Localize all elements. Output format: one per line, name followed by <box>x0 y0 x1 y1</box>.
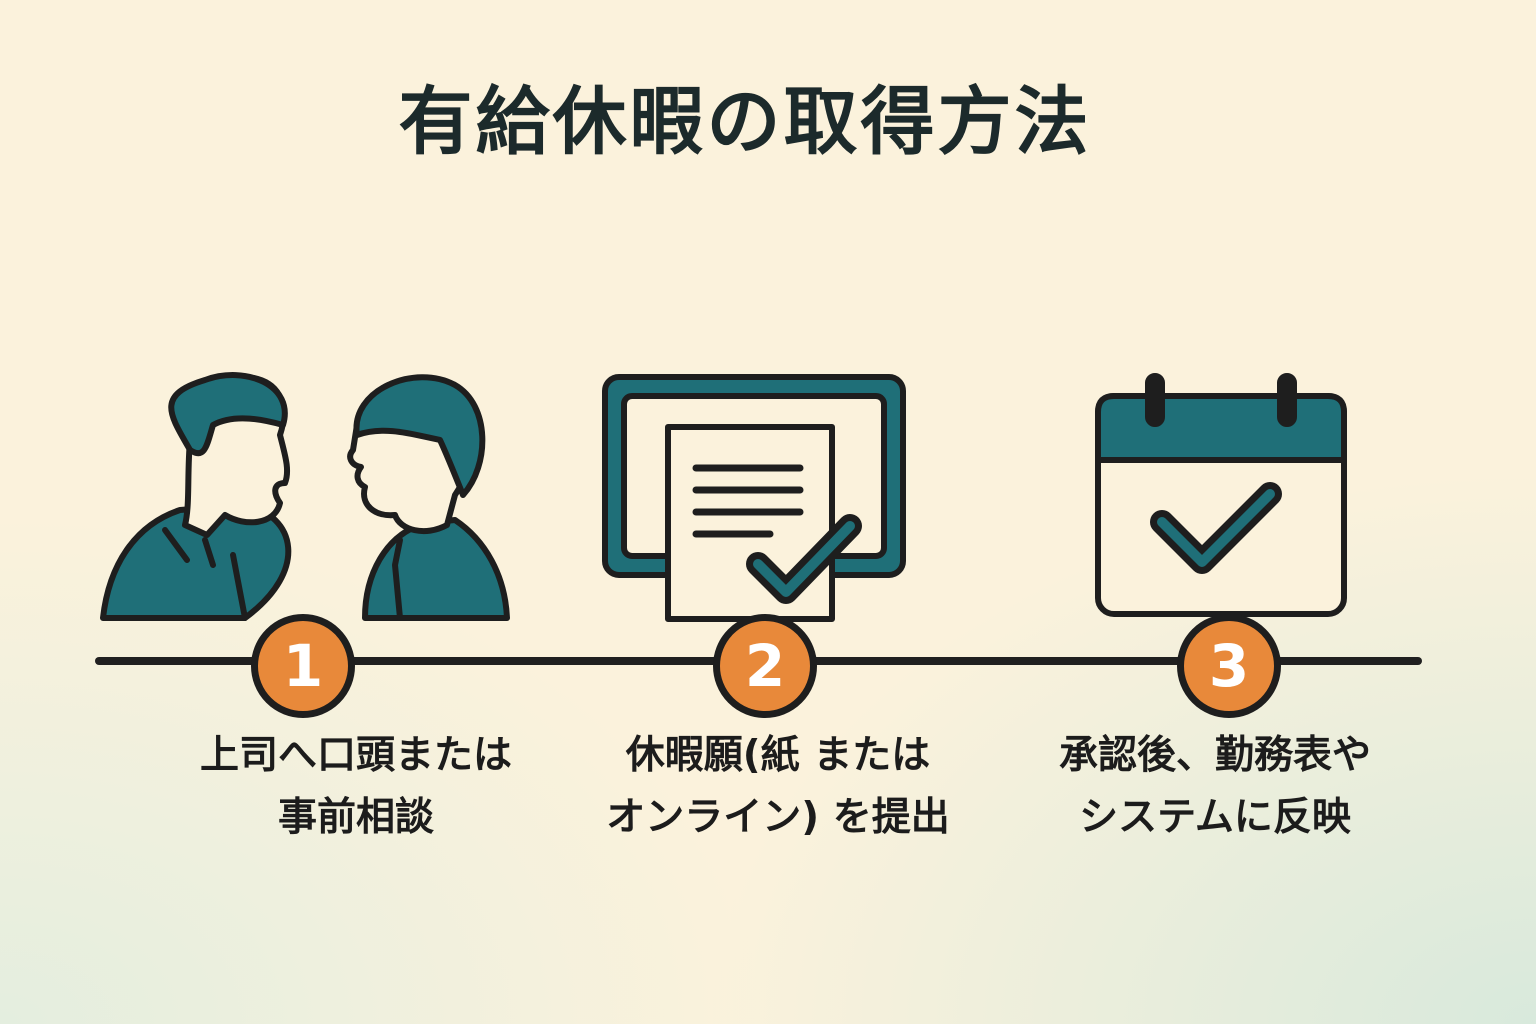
step-1-badge: 1 <box>251 614 355 718</box>
step-1-caption: 上司へ口頭または 事前相談 <box>146 725 566 849</box>
document-submit-icon <box>602 374 906 622</box>
step-3-badge: 3 <box>1177 614 1281 718</box>
calendar-check-icon <box>1095 373 1347 617</box>
step-1-caption-line-2: 事前相談 <box>277 795 434 840</box>
page-title: 有給休暇の取得方法 <box>398 79 1092 165</box>
step-3-caption-line-2: システムに反映 <box>1079 795 1351 840</box>
step-2-caption-line-2: オンライン) を提出 <box>606 795 950 840</box>
step-2-caption: 休暇願(紙 または オンライン) を提出 <box>568 725 988 849</box>
step-3-caption: 承認後、勤務表や システムに反映 <box>1005 725 1425 849</box>
step-2-caption-line-1: 休暇願(紙 または <box>625 733 931 778</box>
two-people-talking-icon <box>100 372 510 621</box>
step-3-caption-line-1: 承認後、勤務表や <box>1058 733 1371 778</box>
step-1-caption-line-1: 上司へ口頭または <box>199 733 512 778</box>
step-2-badge: 2 <box>713 614 817 718</box>
